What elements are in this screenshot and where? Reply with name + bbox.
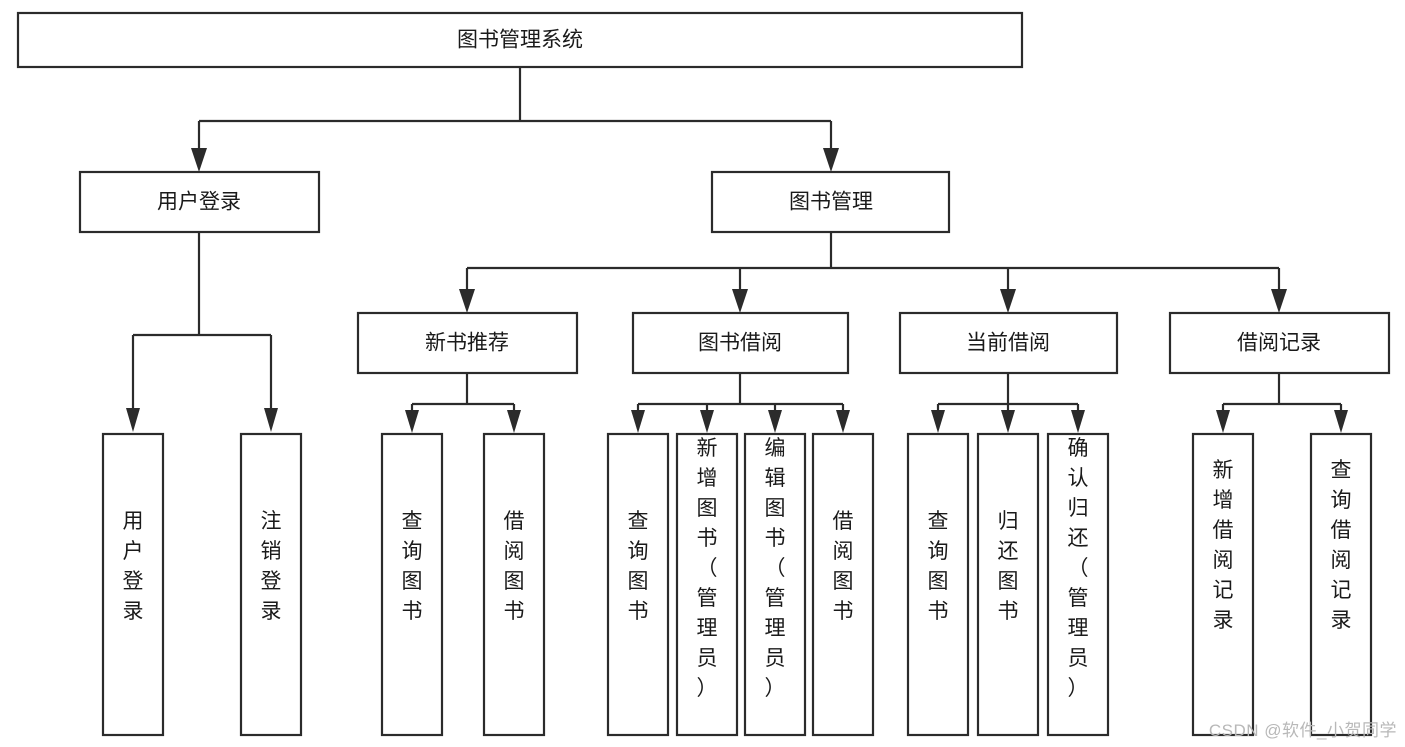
leaf-label: 注销登录 (261, 510, 282, 623)
leaf-label: 查询图书 (402, 510, 423, 623)
arrow-head-borrowrecord (1271, 289, 1287, 313)
node-book-management-label: 图书管理 (789, 191, 873, 214)
leaf-label: 归还图书 (998, 510, 1019, 623)
arrow-head-bookmgmt (823, 148, 839, 172)
node-borrow-record-box[interactable] (1168, 311, 1391, 375)
leaf-borrow-record-2[interactable]: 查询借阅记录 (1309, 432, 1373, 737)
node-root[interactable]: 图书管理系统 (16, 11, 1024, 69)
leaf-label: 查询图书 (928, 510, 949, 623)
leaf-box[interactable] (606, 432, 670, 737)
node-borrow-record[interactable]: 借阅记录 (1168, 311, 1391, 375)
arrow-head-bookborrow-leaf-4 (836, 410, 850, 433)
leaf-new-book-1[interactable]: 查询图书 (380, 432, 444, 737)
arrow-head-newbook-leaf-1 (405, 410, 419, 433)
node-new-book-recommend[interactable]: 新书推荐 (356, 311, 579, 375)
leaf-box[interactable] (380, 432, 444, 737)
connector-group-root (191, 67, 839, 172)
node-current-borrow-box[interactable] (898, 311, 1119, 375)
node-user-login-label: 用户登录 (157, 191, 241, 214)
arrow-head-userlogin (191, 148, 207, 172)
node-book-management-box[interactable] (710, 170, 951, 234)
leaf-box[interactable] (743, 432, 807, 737)
leaf-book-borrow-3[interactable]: 编辑图书（管理员） (743, 432, 807, 737)
leaf-label: 查询借阅记录 (1331, 459, 1352, 632)
connector-group-currentborrow (931, 373, 1085, 433)
leaf-current-borrow-3[interactable]: 确认归还（管理员） (1046, 432, 1110, 737)
arrow-head-borrowrecord-leaf-2 (1334, 410, 1348, 433)
node-borrow-record-label: 借阅记录 (1237, 332, 1321, 355)
node-current-borrow-label: 当前借阅 (966, 332, 1050, 355)
leaf-book-borrow-2[interactable]: 新增图书（管理员） (675, 432, 739, 737)
connector-group-userlogin (126, 232, 278, 432)
node-new-book-recommend-box[interactable] (356, 311, 579, 375)
node-user-login[interactable]: 用户登录 (78, 170, 321, 234)
connector-group-bookborrow (631, 373, 850, 433)
leaf-label: 借阅图书 (504, 510, 525, 623)
leaf-label: 编辑图书（管理员） (765, 437, 786, 700)
arrow-head-newbook-leaf-2 (507, 410, 521, 433)
leaf-label: 用户登录 (123, 510, 144, 623)
leaf-borrow-record-1[interactable]: 新增借阅记录 (1191, 432, 1255, 737)
connector-group-bookmgmt (459, 232, 1287, 313)
leaf-box[interactable] (1191, 432, 1255, 737)
leaf-box[interactable] (1046, 432, 1110, 737)
leaf-label: 借阅图书 (833, 510, 854, 623)
leaf-label: 新增图书（管理员） (697, 437, 718, 700)
node-book-borrow-label: 图书借阅 (698, 332, 782, 355)
leaf-box[interactable] (101, 432, 165, 737)
leaf-label: 确认归还（管理员） (1068, 437, 1089, 700)
arrow-head-currentborrow (1000, 289, 1016, 313)
arrow-head-borrowrecord-leaf-1 (1216, 410, 1230, 433)
leaf-box[interactable] (906, 432, 970, 737)
leaf-label: 新增借阅记录 (1213, 459, 1234, 632)
leaf-box[interactable] (1309, 432, 1373, 737)
connector-group-newbook (405, 373, 521, 433)
leaf-user-login-1[interactable]: 用户登录 (101, 432, 165, 737)
node-book-management[interactable]: 图书管理 (710, 170, 951, 234)
arrow-head-currentborrow-leaf-1 (931, 410, 945, 433)
leaf-book-borrow-1[interactable]: 查询图书 (606, 432, 670, 737)
leaf-current-borrow-1[interactable]: 查询图书 (906, 432, 970, 737)
arrow-head-currentborrow-leaf-2 (1001, 410, 1015, 433)
connector-group-borrowrecord (1216, 373, 1348, 433)
leaf-current-borrow-2[interactable]: 归还图书 (976, 432, 1040, 737)
node-current-borrow[interactable]: 当前借阅 (898, 311, 1119, 375)
arrow-head-leaf-user-login (126, 408, 140, 432)
leaf-box[interactable] (811, 432, 875, 737)
leaf-box[interactable] (976, 432, 1040, 737)
node-user-login-box[interactable] (78, 170, 321, 234)
leaf-label: 查询图书 (628, 510, 649, 623)
arrow-head-newbook (459, 289, 475, 313)
node-book-borrow[interactable]: 图书借阅 (631, 311, 850, 375)
leaf-box[interactable] (239, 432, 303, 737)
arrow-head-leaf-logout (264, 408, 278, 432)
leaf-box[interactable] (675, 432, 739, 737)
node-new-book-recommend-label: 新书推荐 (425, 332, 509, 355)
arrow-head-currentborrow-leaf-3 (1071, 410, 1085, 433)
arrow-head-bookborrow-leaf-3 (768, 410, 782, 433)
leaf-user-login-2[interactable]: 注销登录 (239, 432, 303, 737)
arrow-head-bookborrow (732, 289, 748, 313)
arrow-head-bookborrow-leaf-1 (631, 410, 645, 433)
csdn-watermark: CSDN @软件_小贺同学 (1208, 721, 1397, 740)
node-root-box[interactable] (16, 11, 1024, 69)
node-book-borrow-box[interactable] (631, 311, 850, 375)
leaf-book-borrow-4[interactable]: 借阅图书 (811, 432, 875, 737)
leaf-new-book-2[interactable]: 借阅图书 (482, 432, 546, 737)
arrow-head-bookborrow-leaf-2 (700, 410, 714, 433)
node-root-label: 图书管理系统 (457, 29, 583, 52)
leaf-box[interactable] (482, 432, 546, 737)
